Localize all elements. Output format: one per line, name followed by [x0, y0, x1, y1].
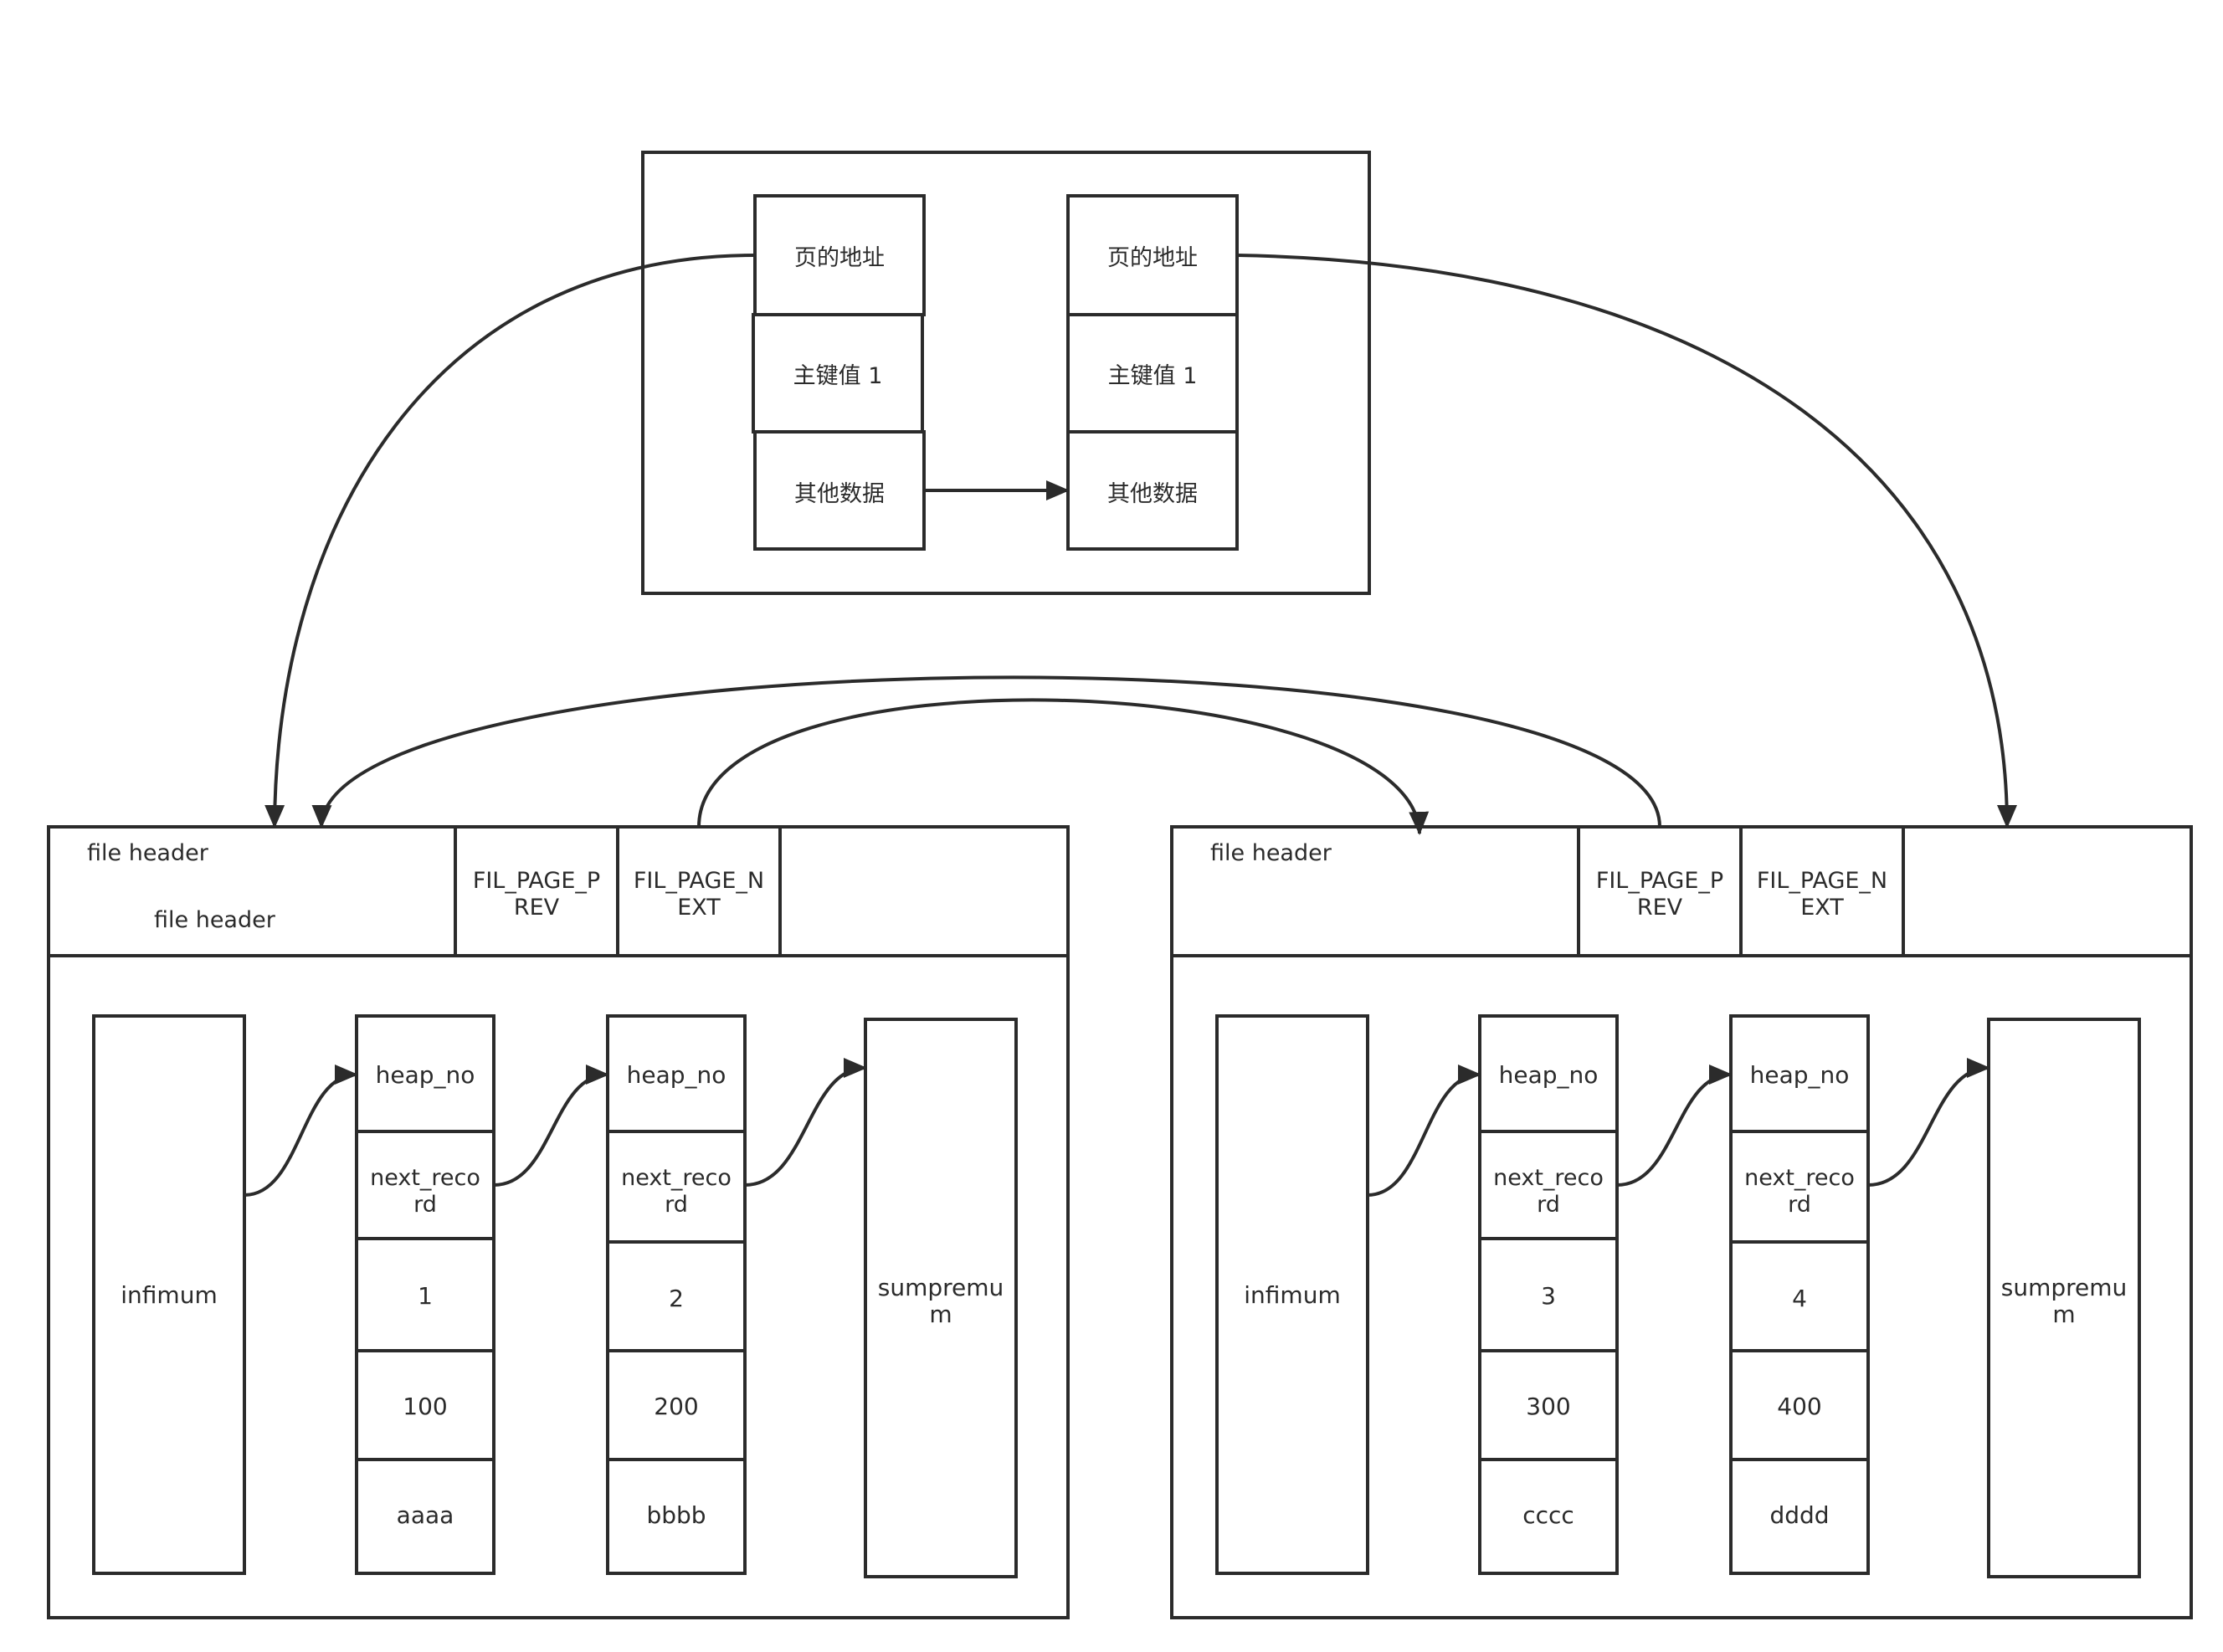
page-right-link-infimum-to-r3 — [1367, 1065, 1481, 1197]
page-right-supremum — [1987, 1018, 2141, 1578]
record-id-value: 3 — [1541, 1282, 1556, 1310]
index-left-other-label: 其他数据 — [794, 481, 885, 507]
index-right-pointer-arrow — [1236, 254, 2017, 829]
page-left-next-label-1: FIL_PAGE_N — [634, 868, 764, 894]
record-id-value: 2 — [669, 1285, 684, 1312]
page-right-link-r3-to-r4 — [1616, 1065, 1733, 1187]
record-data-value: cccc — [1522, 1501, 1574, 1529]
record-data-value: bbbb — [646, 1501, 706, 1529]
index-entry-right: 页的地址 主键值 1 其他数据 — [1066, 194, 1239, 551]
record-number-value: 200 — [654, 1393, 698, 1420]
record-heap-no-label: heap_no — [1750, 1061, 1850, 1089]
record-next-record-label-2: rd — [1537, 1192, 1560, 1218]
page-right-next-label-2: EXT — [1800, 895, 1844, 921]
record-number-value: 300 — [1526, 1393, 1570, 1420]
record-heap-no-label: heap_no — [1499, 1061, 1599, 1089]
index-right-key-label: 主键值 1 — [1108, 363, 1198, 389]
page-left-prev-label-2: REV — [514, 895, 560, 921]
record-next-record-label-1: next_reco — [1493, 1165, 1604, 1191]
page-left-supremum-label-2: m — [929, 1301, 952, 1328]
page-left-infimum-label: infimum — [121, 1281, 217, 1309]
index-node: 页的地址 主键值 1 其他数据 页的地址 主键值 1 其他数据 — [641, 151, 1371, 595]
page-left-file-header-label-2: file header — [154, 907, 276, 933]
record-next-record-label-1: next_reco — [621, 1165, 732, 1191]
page-right-prev-label-2: REV — [1637, 895, 1683, 921]
record-data-value: dddd — [1769, 1501, 1829, 1529]
page-left-prev-label-1: FIL_PAGE_P — [473, 868, 600, 894]
record-heap-no-label: heap_no — [376, 1061, 475, 1089]
index-left-pointer-arrow — [264, 254, 756, 829]
page-left-next-label-2: EXT — [677, 895, 721, 921]
page-right-record-3: heap_no next_reco rd 3 300 cccc — [1478, 1014, 1619, 1575]
record-next-record-label-1: next_reco — [1744, 1165, 1855, 1191]
page-left-record-2: heap_no next_reco rd 2 200 bbbb — [606, 1014, 747, 1575]
record-number-value: 400 — [1777, 1393, 1821, 1420]
page-left-file-header-label: file header — [87, 840, 209, 866]
record-next-record-label-2: rd — [1788, 1192, 1811, 1218]
index-right-other-cell — [1066, 430, 1239, 551]
record-id-value: 4 — [1792, 1285, 1807, 1312]
page-left-link-r2-to-supremum — [744, 1058, 867, 1187]
record-number-value: 100 — [403, 1393, 447, 1420]
index-left-addr-cell — [753, 194, 926, 316]
page-right-record-4: heap_no next_reco rd 4 400 dddd — [1729, 1014, 1870, 1575]
page-next-pointer-arrow — [697, 698, 1430, 835]
page-left-supremum-label-1: sumpremu — [878, 1274, 1004, 1301]
index-right-addr-label: 页的地址 — [1107, 245, 1198, 271]
page-right-supremum-label-2: m — [2052, 1301, 2075, 1328]
record-id-value: 1 — [418, 1282, 433, 1310]
index-entry-left: 页的地址 主键值 1 其他数据 — [752, 194, 926, 551]
page-right-infimum — [1215, 1014, 1369, 1575]
page-left-link-infimum-to-r1 — [244, 1065, 358, 1197]
index-right-other-label: 其他数据 — [1107, 481, 1198, 507]
page-left-supremum — [864, 1018, 1018, 1578]
record-heap-no-label: heap_no — [627, 1061, 726, 1089]
page-left-record-1: heap_no next_reco rd 1 100 aaaa — [355, 1014, 495, 1575]
page-left-link-r1-to-r2 — [493, 1065, 609, 1187]
page-right-link-r4-to-supremum — [1867, 1058, 1990, 1187]
page-right-infimum-label: infimum — [1244, 1281, 1340, 1309]
page-right-next-label-1: FIL_PAGE_N — [1757, 868, 1887, 894]
page-prev-pointer-arrow — [311, 675, 1661, 829]
data-page-left: file header file header FIL_PAGE_P REV F… — [47, 825, 1070, 1619]
record-next-record-label-1: next_reco — [370, 1165, 480, 1191]
index-left-key-label: 主键值 1 — [793, 363, 883, 389]
page-left-infimum — [92, 1014, 246, 1575]
page-right-file-header-label: file header — [1210, 840, 1332, 866]
page-right-prev-label-1: FIL_PAGE_P — [1596, 868, 1723, 894]
record-data-value: aaaa — [397, 1501, 454, 1529]
page-right-supremum-label-1: sumpremu — [2001, 1274, 2128, 1301]
record-next-record-label-2: rd — [413, 1192, 437, 1218]
record-next-record-label-2: rd — [665, 1192, 688, 1218]
index-right-key-cell — [1066, 313, 1239, 434]
data-page-right: file header FIL_PAGE_P REV FIL_PAGE_N EX… — [1170, 825, 2193, 1619]
index-left-addr-label: 页的地址 — [794, 245, 885, 271]
